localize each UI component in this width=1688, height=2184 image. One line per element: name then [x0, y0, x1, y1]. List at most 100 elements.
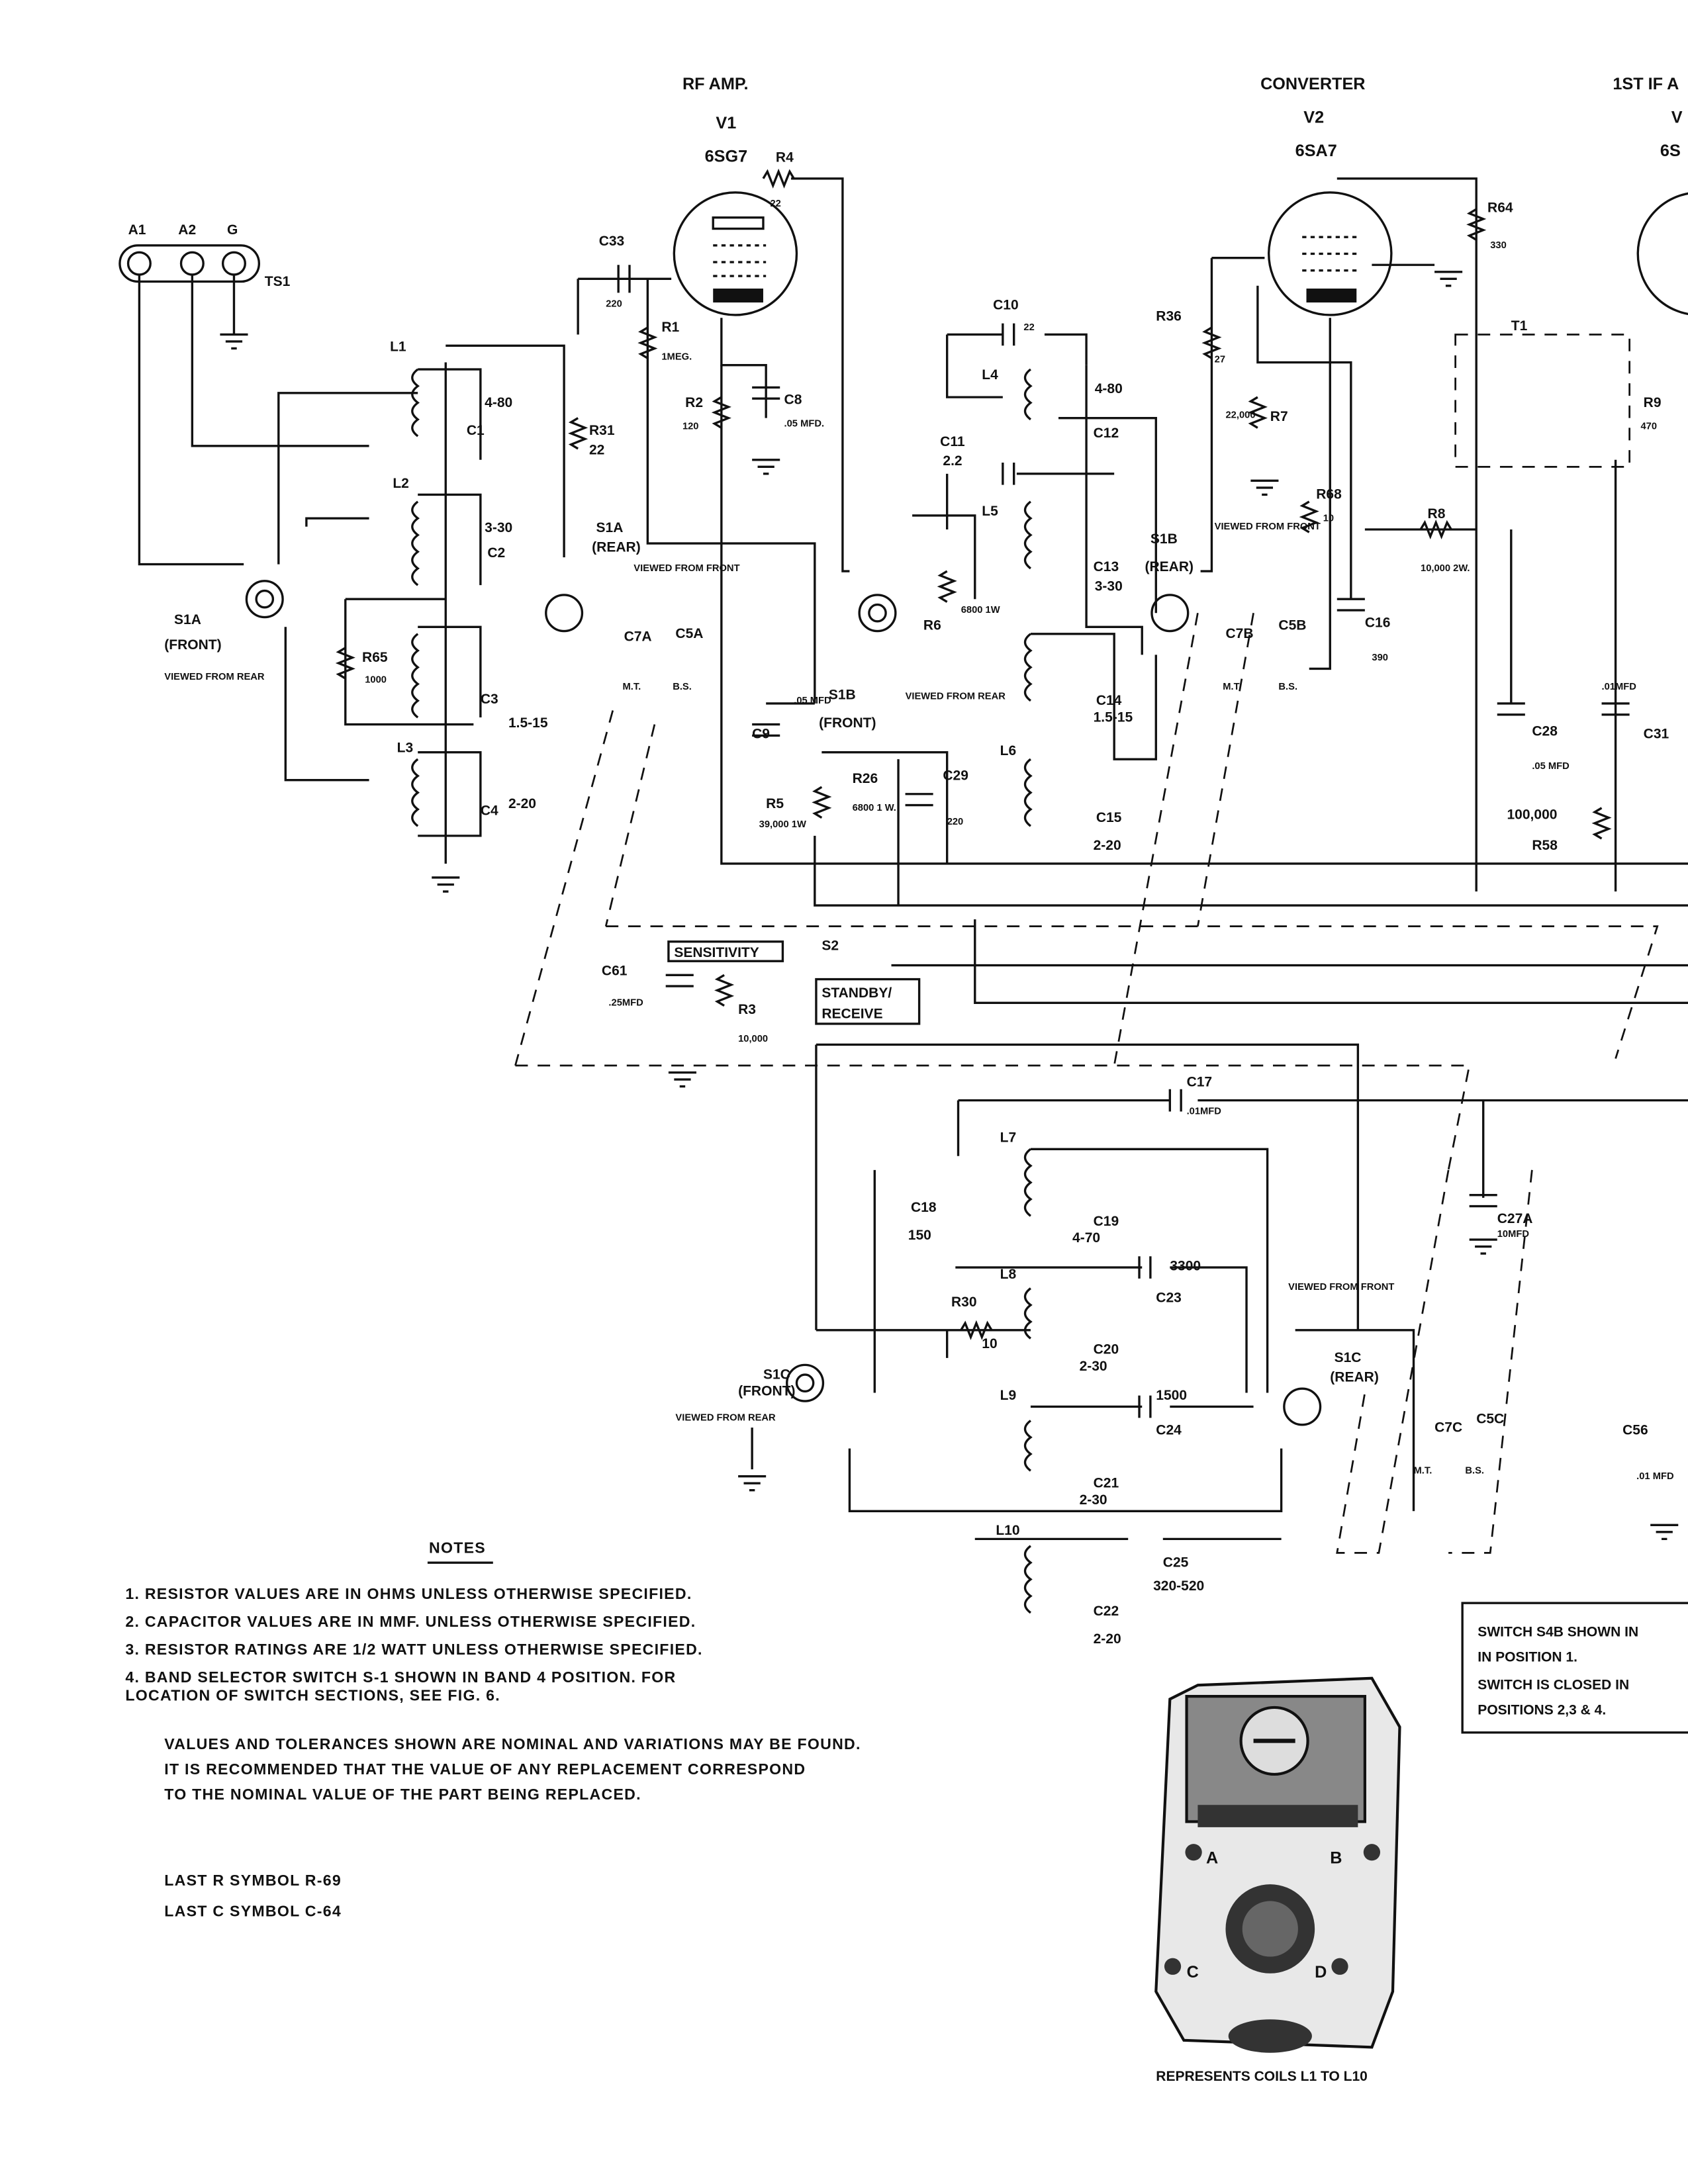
sensitivity-label-box	[667, 940, 784, 962]
label-r36: R36	[1156, 308, 1182, 324]
label-parts-c25v: 320-520	[1153, 1578, 1204, 1594]
label-c33: C33	[599, 234, 625, 249]
label-parts-c1v: 4-80	[485, 395, 512, 410]
label-c24: C24	[1156, 1423, 1182, 1438]
transformer-t1-shield	[1454, 334, 1631, 468]
label-r68: R68	[1316, 487, 1342, 502]
switch-note-box: SWITCH S4B SHOWN IN IN POSITION 1. SWITC…	[1461, 1602, 1688, 1734]
label-parts-r2v: 120	[682, 422, 699, 432]
label-parts-r36v: 27	[1215, 355, 1225, 365]
note-4-cont: LOCATION OF SWITCH SECTIONS, SEE FIG. 6.	[125, 1686, 500, 1704]
label-c25: C25	[1163, 1555, 1189, 1570]
label-ts1: TS1	[265, 274, 291, 289]
label-parts-r68v: 10	[1323, 513, 1334, 523]
terminal-strip-ts1	[118, 244, 261, 283]
label-parts-c33v: 220	[606, 298, 622, 309]
label-parts-r6v: 6800 1W	[961, 605, 1000, 615]
label-c9: C9	[752, 727, 770, 742]
coil-terminal-d: D	[1315, 1963, 1327, 1981]
last-c-symbol: LAST C SYMBOL C-64	[164, 1903, 342, 1920]
label-parts-c16v: 390	[1372, 653, 1388, 663]
label-c20: C20	[1094, 1342, 1119, 1357]
label-standby: STANDBY/	[821, 985, 892, 1001]
label-r31: R31	[589, 423, 615, 438]
label-c17: C17	[1187, 1075, 1213, 1090]
label-parts-c21v: 2-30	[1080, 1492, 1107, 1508]
coils	[411, 368, 1033, 1614]
coil-caption: REPRESENTS COILS L1 TO L10	[1156, 2069, 1368, 2084]
label-r65: R65	[362, 650, 388, 665]
stage-title-rf-amp: RF AMP.	[682, 75, 749, 93]
label-parts-c4v: 2-20	[508, 796, 536, 811]
label-l7: L7	[1000, 1130, 1017, 1146]
label-parts-c2v: 3-30	[485, 520, 512, 535]
label-g: G	[227, 222, 238, 238]
label-c4: C4	[481, 803, 498, 818]
label-parts-c13v: 3-30	[1095, 579, 1123, 594]
label-switches-viewed_from_front: VIEWED FROM FRONT	[1215, 522, 1321, 532]
label-c1: C1	[467, 423, 485, 438]
label-s1c-front: S1C	[763, 1367, 790, 1382]
label-c2: C2	[487, 545, 505, 561]
note-3: 3. RESISTOR RATINGS ARE 1/2 WATT UNLESS …	[125, 1641, 702, 1658]
label-l10: L10	[996, 1523, 1019, 1538]
label-parts-c18v: 150	[908, 1228, 931, 1243]
label-r4: R4	[776, 150, 794, 165]
label-c21: C21	[1094, 1476, 1119, 1491]
label-parts-c19v: 4-70	[1072, 1230, 1100, 1246]
label-c13: C13	[1094, 559, 1119, 574]
tolerance-line-3: TO THE NOMINAL VALUE OF THE PART BEING R…	[164, 1786, 641, 1803]
tolerance-line-2: IT IS RECOMMENDED THAT THE VALUE OF ANY …	[164, 1760, 806, 1778]
label-parts-c27av: 10MFD	[1497, 1229, 1530, 1240]
label-r8: R8	[1428, 506, 1446, 522]
label-parts-c17v: .01MFD	[1187, 1107, 1222, 1117]
label-l2: L2	[393, 476, 409, 491]
label-c29: C29	[943, 768, 968, 784]
label-c7c: C7C	[1434, 1420, 1462, 1435]
label-s1c-rear: S1C	[1335, 1350, 1362, 1365]
label-r6: R6	[923, 617, 941, 633]
tube-type-v3: 6S	[1660, 142, 1681, 160]
label-switches-viewed_from_front: VIEWED FROM FRONT	[633, 563, 739, 574]
label-switch_box-0: SWITCH S4B SHOWN IN	[1477, 1625, 1638, 1640]
label-switches-front: (FRONT)	[738, 1384, 795, 1399]
label-switches-viewed_from_front: VIEWED FROM FRONT	[1288, 1282, 1394, 1293]
label-parts-mt: M.T.	[622, 682, 641, 692]
coil-terminal-a: A	[1206, 1849, 1218, 1868]
label-parts-mt: M.T.	[1223, 682, 1241, 692]
label-c3: C3	[481, 692, 498, 707]
label-s1a-front: S1A	[174, 612, 201, 627]
label-c7a: C7A	[624, 629, 652, 644]
capacitors	[617, 265, 1630, 1418]
label-parts-c23v: 3300	[1170, 1258, 1201, 1273]
label-c16: C16	[1365, 615, 1391, 630]
label-parts-r5v: 39,000 1W	[759, 819, 806, 830]
coil-terminal-b: B	[1330, 1849, 1342, 1868]
label-receive: RECEIVE	[821, 1006, 882, 1021]
label-l4: L4	[982, 367, 998, 383]
label-l1: L1	[390, 340, 406, 355]
label-r2: R2	[685, 395, 703, 410]
label-s2: S2	[821, 938, 839, 953]
label-s1b-rear: S1B	[1150, 531, 1178, 547]
label-c12: C12	[1094, 426, 1119, 441]
coil-terminal-c: C	[1187, 1963, 1199, 1981]
label-parts-c11v: 2.2	[943, 453, 962, 469]
stage-title-1st-if: 1ST IF A	[1613, 75, 1679, 93]
label-parts-c56v: .01 MFD	[1636, 1471, 1674, 1482]
tube-label-v2: V2	[1303, 109, 1324, 127]
label-r1: R1	[661, 320, 679, 335]
label-switches-front: (FRONT)	[819, 715, 876, 731]
label-sensitivity: SENSITIVITY	[674, 945, 759, 960]
label-c8: C8	[784, 392, 802, 408]
label-switch_box-1: IN POSITION 1.	[1477, 1650, 1577, 1665]
label-c31: C31	[1644, 727, 1669, 742]
label-r26: R26	[853, 771, 878, 786]
label-parts-r30v: 10	[982, 1336, 997, 1351]
tube-type-v1: 6SG7	[705, 148, 748, 166]
label-parts-c9v: .05 MFD	[794, 696, 831, 706]
label-s1a-rear: S1A	[596, 520, 623, 535]
label-l8: L8	[1000, 1267, 1017, 1282]
label-switches-viewed_from_rear: VIEWED FROM REAR	[906, 692, 1006, 702]
label-parts-r8v: 10,000 2W.	[1421, 563, 1470, 574]
